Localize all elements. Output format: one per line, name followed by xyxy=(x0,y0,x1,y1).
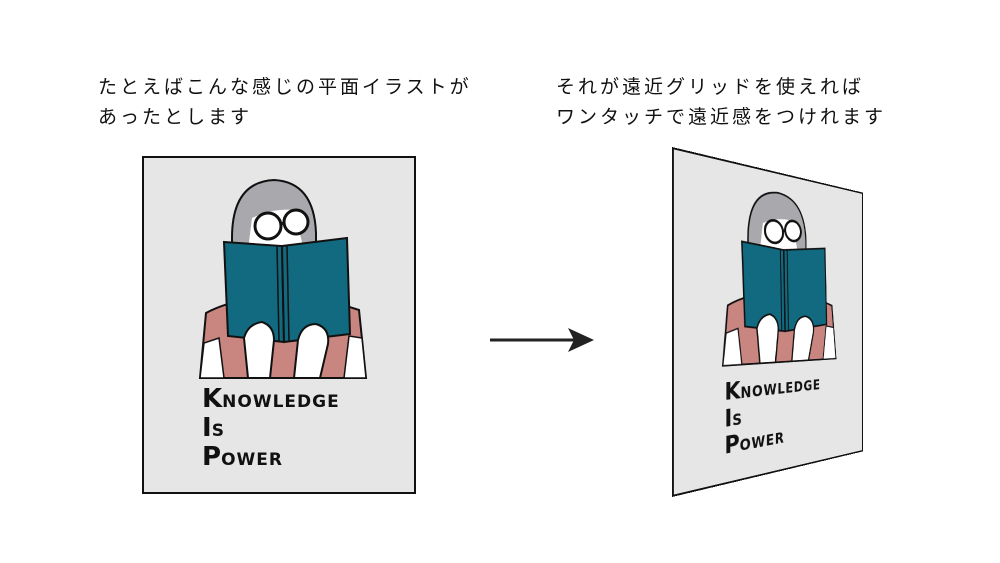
perspective-poster-wrapper: KNOWLEDGE IS POWER xyxy=(672,147,946,497)
perspective-poster: KNOWLEDGE IS POWER xyxy=(672,147,863,497)
reading-girl-illustration xyxy=(198,178,368,379)
poster-slogan: KNOWLEDGE IS POWER xyxy=(724,372,820,461)
slogan-initial: I xyxy=(724,404,733,434)
slogan-rest: NOWLEDGE xyxy=(222,392,340,412)
right-arrow-icon xyxy=(490,328,594,352)
slogan-initial: K xyxy=(202,384,223,414)
poster-slogan: KNOWLEDGE IS POWER xyxy=(202,386,340,473)
slogan-rest: S xyxy=(732,410,743,431)
slogan-rest: OWER xyxy=(221,450,283,470)
slogan-initial: I xyxy=(202,413,212,443)
caption-line: あったとします xyxy=(98,106,253,128)
slogan-rest: OWER xyxy=(739,429,785,456)
slogan-rest: S xyxy=(211,421,225,441)
flat-poster: KNOWLEDGE IS POWER xyxy=(142,156,416,494)
slogan-initial: K xyxy=(724,377,741,407)
slogan-initial: P xyxy=(724,430,740,461)
caption-line: ワンタッチで遠近感をつけれます xyxy=(556,106,887,128)
caption-line: それが遠近グリッドを使えれば xyxy=(556,76,865,98)
reading-girl-illustration xyxy=(674,149,862,378)
caption-line: たとえばこんな感じの平面イラストが xyxy=(98,76,472,98)
caption-left: たとえばこんな感じの平面イラストが あったとします xyxy=(98,72,472,132)
caption-right: それが遠近グリッドを使えれば ワンタッチで遠近感をつけれます xyxy=(556,72,886,132)
slogan-initial: P xyxy=(202,442,222,472)
